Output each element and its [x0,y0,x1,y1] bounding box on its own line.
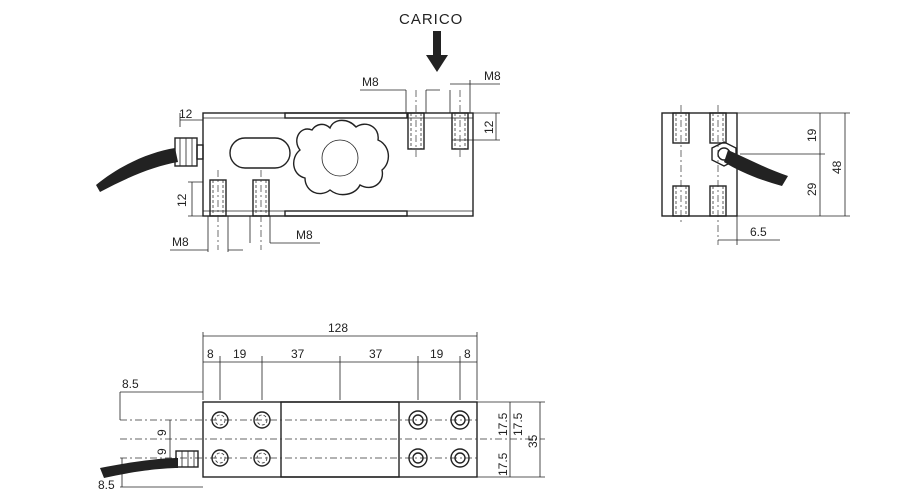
cable [96,148,178,192]
top-dim-right-3: 17.5 [496,452,510,476]
side-cable [724,150,788,186]
load-cell-body [202,112,474,217]
top-dim-seg-2: 19 [233,347,247,361]
top-hole-4 [253,449,271,467]
load-label: CARICO [399,11,463,28]
side-view: 19 29 48 6.5 [661,105,850,245]
dim-top-depth: 12 [482,120,496,134]
top-dim-length: 128 [328,321,348,335]
top-view: 128 8 19 37 37 19 8 8.5 8.5 9 9 [98,321,545,492]
top-dim-right-2: 17.5 [511,412,525,436]
top-dim-right-total: 35 [526,434,540,448]
top-hole-6 [450,410,470,430]
top-hole-2 [253,411,271,429]
top-dim-seg-1: 8 [207,347,214,361]
side-dim-cable: 6.5 [750,225,767,239]
top-cable [100,458,178,478]
top-hole-5 [408,410,428,430]
top-dim-gap-a: 9 [155,429,169,436]
top-hole-8 [450,448,470,468]
side-dim-upper: 19 [805,128,819,142]
top-dim-left-upper: 8.5 [122,377,139,391]
threaded-hole-top-right [451,112,469,150]
top-dim-gap-b: 9 [155,448,169,455]
top-dim-right-1: 17.5 [496,412,510,436]
dim-bottom-depth: 12 [175,193,189,207]
top-cable-gland [175,450,199,468]
threaded-hole-top-left [407,112,425,150]
top-dim-seg-4: 37 [369,347,383,361]
top-dim-seg-3: 37 [291,347,305,361]
side-hole-top-left [672,112,690,144]
side-hole-top-right [709,112,727,144]
thread-label-bottom-right: M8 [296,228,313,242]
top-hole-1 [211,411,229,429]
thread-label-top-right: M8 [484,69,501,83]
thread-label-bottom-left: M8 [172,235,189,249]
top-hole-3 [211,449,229,467]
top-hole-7 [408,448,428,468]
front-view: CARICO [96,11,501,252]
side-dim-height: 48 [830,160,844,174]
load-arrow-icon [426,31,448,72]
top-dim-seg-5: 19 [430,347,444,361]
thread-label-top-left: M8 [362,75,379,89]
oval-slot [229,137,291,169]
top-dim-left-lower: 8.5 [98,478,115,492]
side-dim-lower: 29 [805,182,819,196]
dim-left-offset: 12 [179,107,193,121]
top-dim-seg-6: 8 [464,347,471,361]
knurled-pad [280,401,400,478]
flower-cutout [293,119,389,196]
top-body [202,401,478,478]
